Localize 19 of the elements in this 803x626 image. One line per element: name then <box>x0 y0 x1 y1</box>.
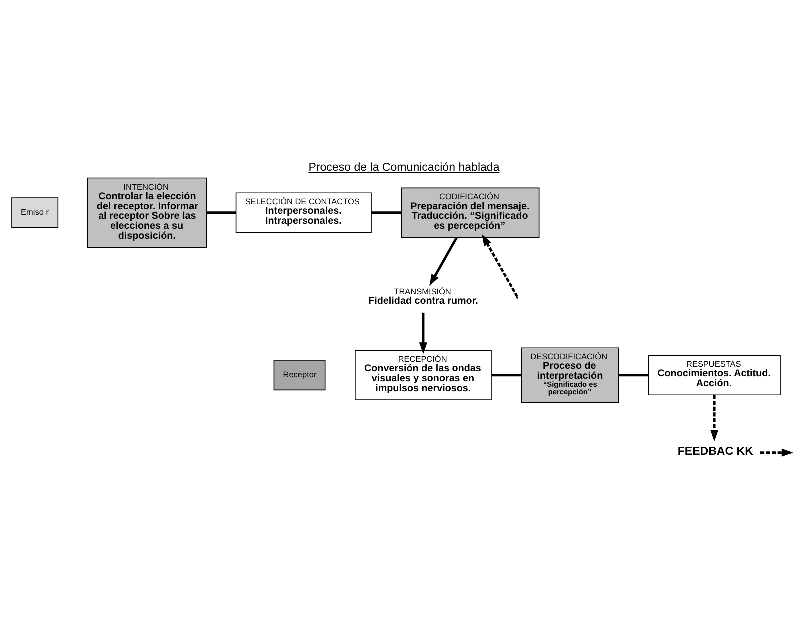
node-text: TRANSMISIÓN Fidelidad contra rumor. <box>368 287 478 307</box>
node-box: SELECCIÓN DE CONTACTOS Interpersonales. Intrapersonales. <box>236 192 372 233</box>
arrow <box>482 234 518 298</box>
diagram-title: Proceso de la Comunicación hablada <box>308 162 500 174</box>
node-box: CODIFICACIÓN Preparación del mensaje. Traducción. “Significado es percepción” <box>401 187 540 238</box>
node-box: RESPUESTAS Conocimientos. Actitud. Acción. <box>648 354 781 396</box>
arrow <box>419 312 428 354</box>
connector <box>372 211 402 214</box>
node-box: Emiso r <box>12 197 59 228</box>
connector <box>619 374 648 376</box>
connector <box>492 374 522 376</box>
arrow <box>710 394 719 442</box>
node-box: RECEPCIÓN Conversión de las ondas visuales y sonoras en impulsos nerviosos. <box>355 350 492 400</box>
connector <box>206 211 236 214</box>
node-box: Receptor <box>274 360 326 390</box>
node-box: INTENCIÓN Controlar la elección del receptor. Informar al receptor Sobre las elecciones a su disposición. <box>87 177 207 248</box>
node-text: FEEDBAC KK <box>678 446 754 458</box>
arrow <box>430 236 458 286</box>
node-box: DESCODIFICACIÓN Proceso de interpretación “Significado es percepción” <box>521 347 620 402</box>
